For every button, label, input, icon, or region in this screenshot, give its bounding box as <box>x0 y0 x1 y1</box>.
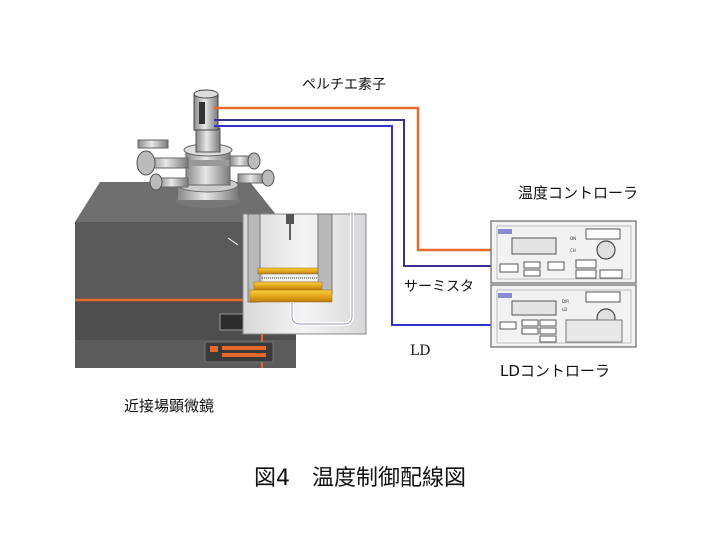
temperature-controller: ON CH <box>490 220 637 284</box>
ld-label: LD <box>410 343 431 359</box>
svg-text:CH: CH <box>570 248 576 253</box>
svg-text:LD: LD <box>562 307 567 312</box>
thermistor-label: サーミスタ <box>404 279 474 295</box>
wires <box>214 106 496 326</box>
microscope-body <box>75 182 296 368</box>
ld-controller-label: LDコントローラ <box>500 362 610 380</box>
brand-logo-icon <box>498 229 512 234</box>
thermistor-wire <box>214 119 496 267</box>
brand-logo-icon <box>498 293 512 298</box>
svg-text:DIR: DIR <box>562 299 569 304</box>
temperature-controller-label: 温度コントローラ <box>518 184 639 202</box>
ld-controller: DIR LD <box>490 284 637 348</box>
figure-caption: 図4 温度制御配線図 <box>254 466 466 491</box>
microscope-label: 近接場顕微鏡 <box>124 397 215 415</box>
peltier-wire <box>214 106 496 252</box>
stage-closeup-inset <box>227 213 367 335</box>
svg-text:ON: ON <box>570 236 576 241</box>
ld-wire <box>214 125 496 326</box>
probe-head <box>136 89 275 208</box>
peltier-label: ペルチエ素子 <box>302 77 386 93</box>
